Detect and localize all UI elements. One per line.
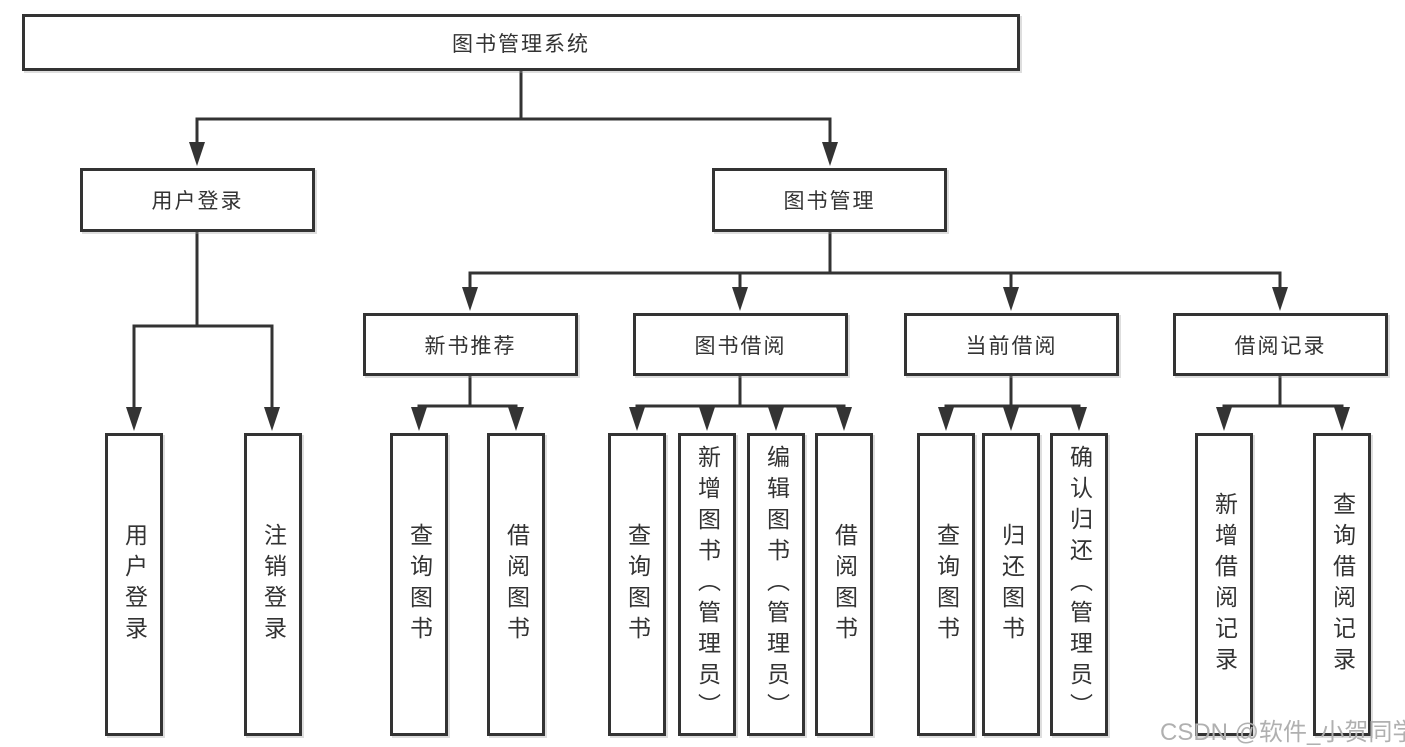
connector-root-to-level2 [195,71,832,144]
arrowheads-borrow-group [629,407,852,431]
arrowheads-records-group [1216,407,1350,431]
leaf-add-books-admin: 新增图书（管理员） [678,433,736,736]
connector-recommend-group [417,376,518,410]
leaf-confirm-return-admin: 确认归还（管理员） [1050,433,1108,736]
node-current-borrowing: 当前借阅 [904,313,1119,376]
arrowheads-user-login-group [126,407,280,431]
leaf-user-login: 用户登录 [105,433,163,736]
arrowheads-current-group [938,407,1087,431]
arrowheads-level2 [189,142,838,166]
node-new-book-recommend: 新书推荐 [363,313,578,376]
leaf-add-borrow-record: 新增借阅记录 [1195,433,1253,736]
connector-records-group [1222,376,1344,410]
connector-user-login-group [132,232,274,409]
connector-book-mgmt-to-level3 [468,232,1282,289]
leaf-query-borrow-record: 查询借阅记录 [1313,433,1371,736]
leaf-recommend-query-books: 查询图书 [390,433,448,736]
node-user-login: 用户登录 [80,168,315,232]
node-borrowing-records: 借阅记录 [1173,313,1388,376]
arrowheads-level3 [462,287,1288,311]
node-book-management: 图书管理 [712,168,947,232]
connector-borrow-group [635,376,846,410]
arrowheads-recommend-group [411,407,524,431]
leaf-borrow-query-books: 查询图书 [608,433,666,736]
leaf-return-books: 归还图书 [982,433,1040,736]
leaf-edit-books-admin: 编辑图书（管理员） [747,433,805,736]
csdn-watermark: CSDN @软件_小贺同学 [1160,719,1405,746]
leaf-borrow-books: 借阅图书 [815,433,873,736]
leaf-recommend-borrow-books: 借阅图书 [487,433,545,736]
connector-current-group [944,376,1081,410]
leaf-logout: 注销登录 [244,433,302,736]
node-library-management-system: 图书管理系统 [22,14,1020,71]
leaf-current-query-books: 查询图书 [917,433,975,736]
node-book-borrowing: 图书借阅 [633,313,848,376]
